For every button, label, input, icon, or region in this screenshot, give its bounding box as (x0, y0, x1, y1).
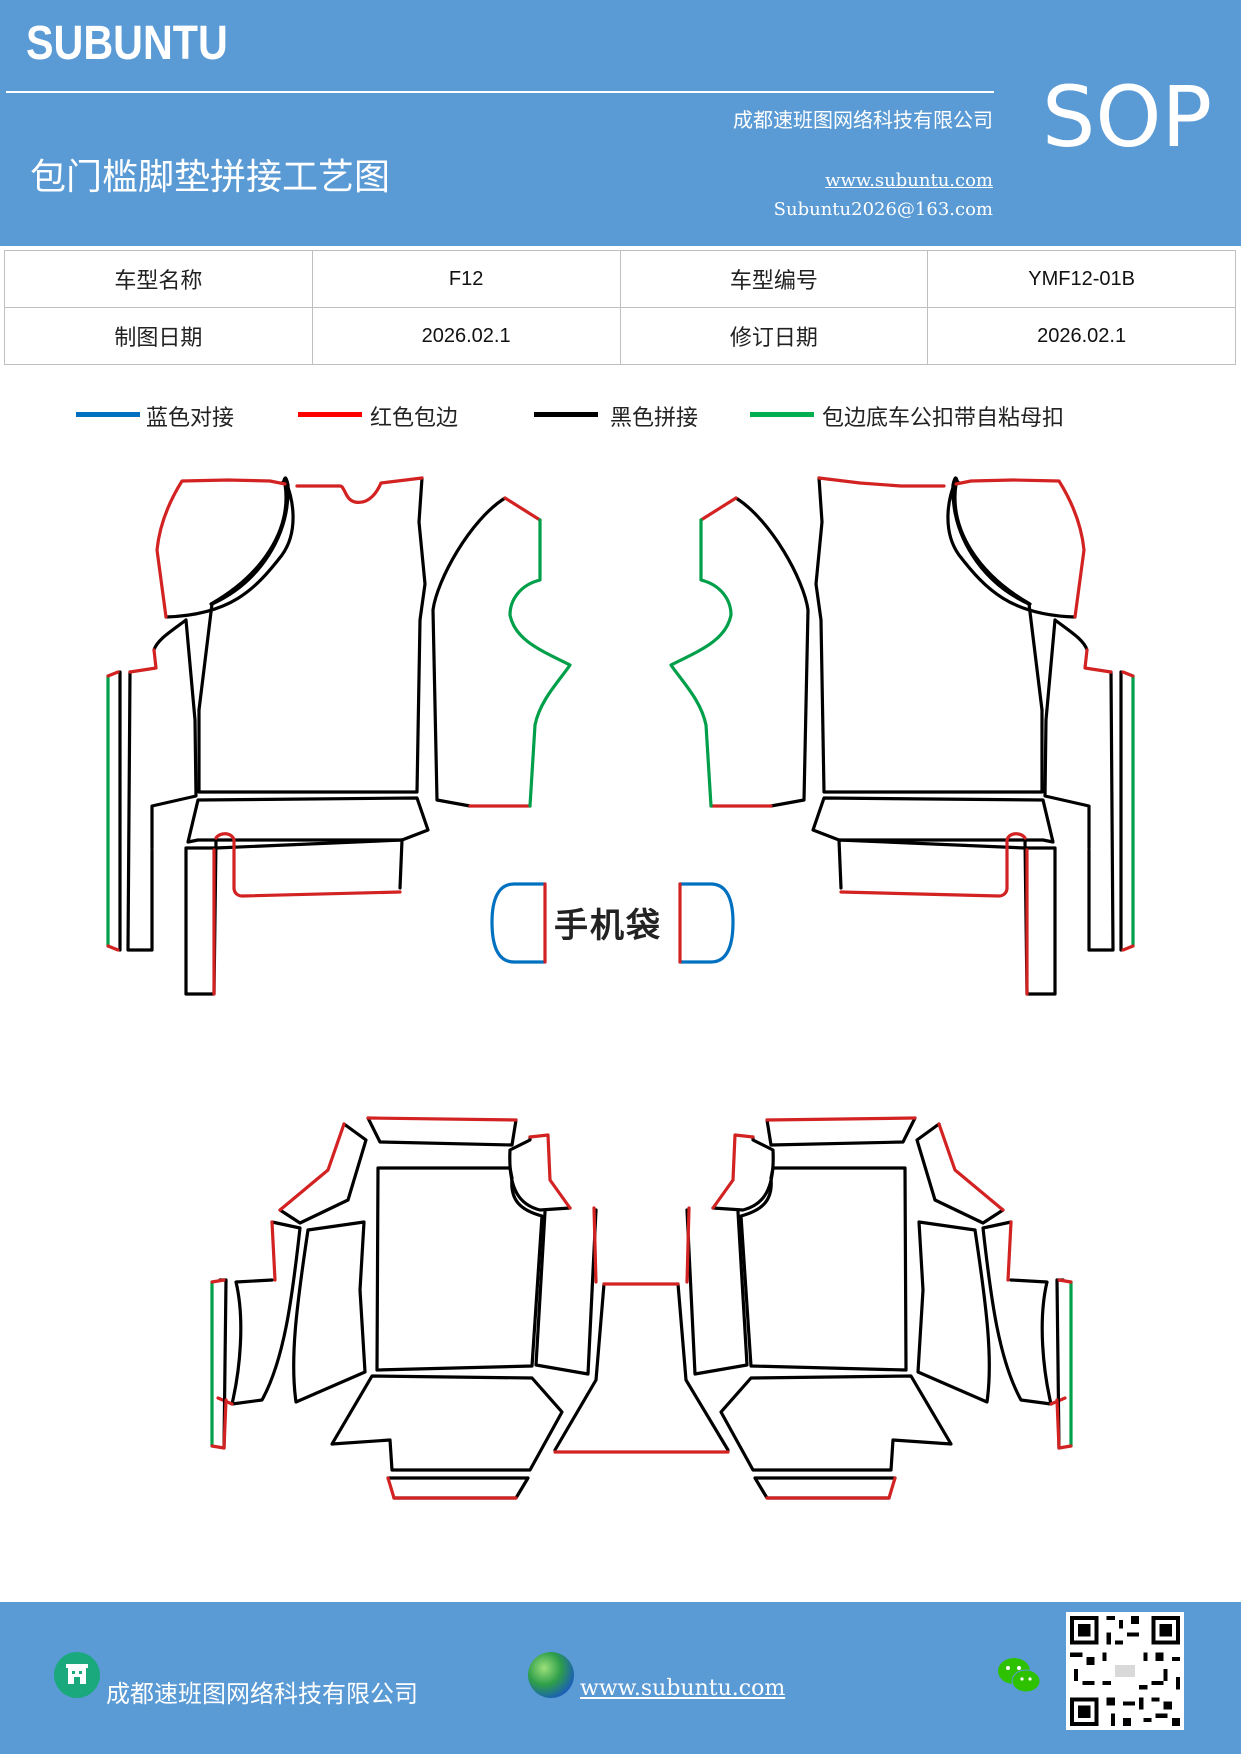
legend-label-red: 红色包边 (370, 406, 459, 431)
legend-label-green: 包边底车公扣带自粘母扣 (822, 406, 1065, 431)
front-left-curved-green (508, 518, 572, 808)
phone-pocket-label: 手机袋 (554, 906, 662, 946)
table-row: 制图日期 2026.02.1 修订日期 2026.02.1 (4, 307, 1236, 365)
front-left-bottom-strip (184, 838, 404, 996)
rear-left-bottom-hex (330, 1374, 564, 1472)
sop-badge: SOP (1042, 68, 1213, 166)
rear-left-right-mid (534, 1208, 598, 1376)
front-left-panels (106, 476, 572, 996)
header-company: 成都速班图网络科技有限公司 (733, 108, 993, 132)
revise-date-value: 2026.02.1 (927, 307, 1236, 365)
footer-banner: 成都速班图网络科技有限公司 www.subuntu.com (0, 1602, 1241, 1754)
front-left-top-edge (295, 476, 424, 504)
front-left-round-red (155, 478, 287, 619)
rear-left-bottom-red (386, 1476, 518, 1500)
rear-left-right-mid-red (592, 1206, 598, 1284)
front-left-lower-bar (186, 796, 430, 844)
brand-logo: SUBUNTU (26, 17, 228, 70)
legend-label-black: 黑色拼接 (610, 406, 699, 431)
rear-left-center-panel (375, 1166, 544, 1372)
rear-left-slant (278, 1122, 368, 1225)
footer-website-link[interactable]: www.subuntu.com (580, 1676, 786, 1701)
qr-code (1066, 1612, 1184, 1730)
model-code-label: 车型编号 (619, 250, 929, 308)
legend-swatch-red (298, 412, 362, 417)
front-left-outer-red (106, 670, 120, 952)
legend-label-blue: 蓝色对接 (146, 406, 235, 431)
table-row: 车型名称 F12 车型编号 YMF12-01B (4, 250, 1236, 308)
building-icon (54, 1652, 100, 1698)
front-left-side-red (128, 648, 158, 674)
rear-left-side-1 (292, 1220, 367, 1404)
model-name-value: F12 (311, 250, 621, 308)
header-divider (6, 91, 994, 93)
front-left-side (126, 618, 198, 952)
rear-left-side-2 (230, 1220, 302, 1406)
draw-date-label: 制图日期 (4, 307, 313, 365)
rear-left-edge-red (210, 1278, 228, 1450)
rear-left-slant-red (278, 1122, 346, 1212)
front-left-round-piece (164, 481, 295, 619)
center-tunnel-black (553, 1282, 730, 1452)
info-table: 车型名称 F12 车型编号 YMF12-01B 制图日期 2026.02.1 修… (4, 250, 1236, 365)
front-left-curved-panel (431, 496, 507, 808)
revise-date-label: 修订日期 (619, 307, 929, 365)
front-left-curved-red (468, 496, 542, 808)
rear-left-small-right (508, 1135, 572, 1212)
legend-swatch-black (534, 412, 598, 417)
page-title: 包门槛脚垫拼接工艺图 (30, 157, 391, 198)
rear-left-panels (210, 1116, 598, 1500)
footer-company: 成都速班图网络科技有限公司 (106, 1680, 418, 1708)
rear-left-top-strip (366, 1116, 518, 1147)
header-website-link[interactable]: www.subuntu.com (825, 170, 993, 191)
phone-pocket-left-blue (490, 882, 547, 964)
legend-swatch-blue (76, 412, 140, 417)
rear-right-panels (685, 1116, 1073, 1500)
front-left-main-edge (197, 476, 427, 794)
rear-left-small-right-red (528, 1133, 572, 1210)
front-right-panels (669, 476, 1135, 996)
wechat-icon (996, 1654, 1044, 1698)
phone-pocket (490, 882, 735, 964)
rear-left-bottom-strip (386, 1476, 530, 1500)
draw-date-value: 2026.02.1 (311, 307, 621, 365)
legend-swatch-green (750, 412, 814, 417)
rear-left-top-red (366, 1116, 518, 1122)
header-email: Subuntu2026@163.com (773, 199, 993, 220)
color-legend: 蓝色对接 红色包边 黑色拼接 包边底车公扣带自粘母扣 (0, 404, 1241, 444)
globe-icon (528, 1652, 574, 1698)
center-tunnel-red (553, 1282, 730, 1454)
phone-pocket-right-blue (678, 882, 735, 964)
front-left-red-bottom (214, 832, 402, 898)
header-banner: SUBUNTU 成都速班图网络科技有限公司 包门槛脚垫拼接工艺图 www.sub… (0, 0, 1241, 246)
center-tunnel (553, 1282, 730, 1454)
model-name-label: 车型名称 (4, 250, 313, 308)
model-code-value: YMF12-01B (927, 250, 1236, 308)
